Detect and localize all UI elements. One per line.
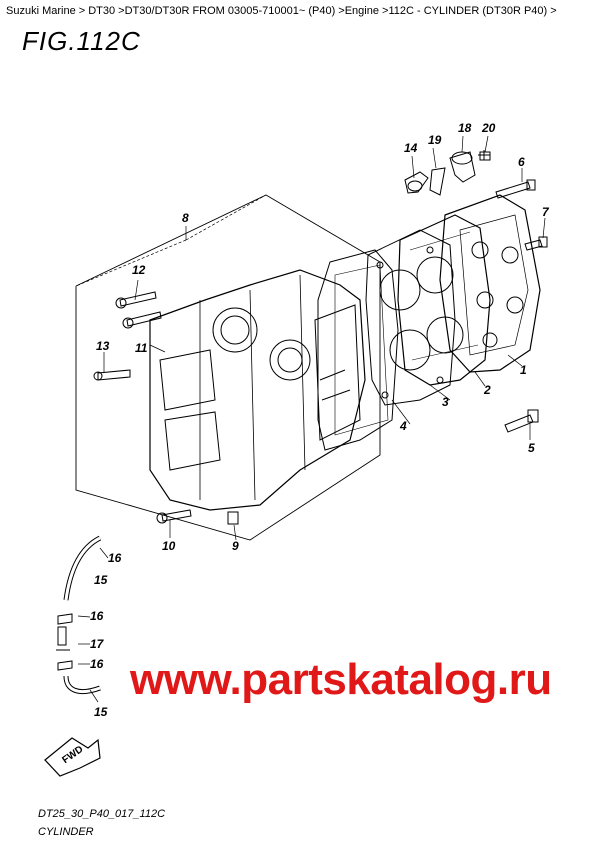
callout-5: 5: [528, 441, 535, 455]
callout-15a: 15: [94, 573, 108, 587]
footer-code: DT25_30_P40_017_112C: [38, 808, 166, 820]
callout-16c: 16: [90, 657, 104, 671]
leader-lines: [75, 135, 546, 703]
footer-name: CYLINDER: [38, 826, 94, 838]
callout-6: 6: [518, 155, 525, 169]
callout-16b: 16: [90, 609, 104, 623]
callout-12: 12: [132, 263, 146, 277]
callout-20: 20: [481, 121, 496, 135]
callout-7: 7: [542, 205, 550, 219]
water-hose-assembly: [56, 535, 102, 694]
breadcrumb[interactable]: Suzuki Marine > DT30 >DT30/DT30R FROM 03…: [6, 5, 557, 17]
figure-title: FIG.112C: [22, 26, 141, 56]
callout-1: 1: [520, 363, 527, 377]
callout-19: 19: [428, 133, 442, 147]
callout-2: 2: [483, 383, 491, 397]
callout-16a: 16: [108, 551, 122, 565]
callout-10: 10: [162, 539, 176, 553]
callout-9: 9: [232, 539, 239, 553]
callout-numbers: 1 2 3 4 5 6 7 8 9 10 11 12 13 14 15 15 1…: [90, 121, 550, 719]
watermark: www.partskatalog.ru: [130, 655, 552, 704]
cylinder-block-group: [75, 194, 381, 541]
callout-4: 4: [399, 419, 407, 433]
callout-11: 11: [135, 341, 148, 355]
callout-8: 8: [182, 211, 189, 225]
callout-15b: 15: [94, 705, 108, 719]
callout-3: 3: [442, 395, 449, 409]
gasket-4: [317, 249, 399, 451]
callout-18: 18: [458, 121, 472, 135]
callout-13: 13: [96, 339, 110, 353]
cylinder-head-2: [397, 214, 491, 386]
callout-14: 14: [404, 141, 418, 155]
callout-17: 17: [90, 637, 105, 651]
fwd-arrow-icon: [44, 737, 101, 777]
head-cover-1: [439, 194, 541, 373]
